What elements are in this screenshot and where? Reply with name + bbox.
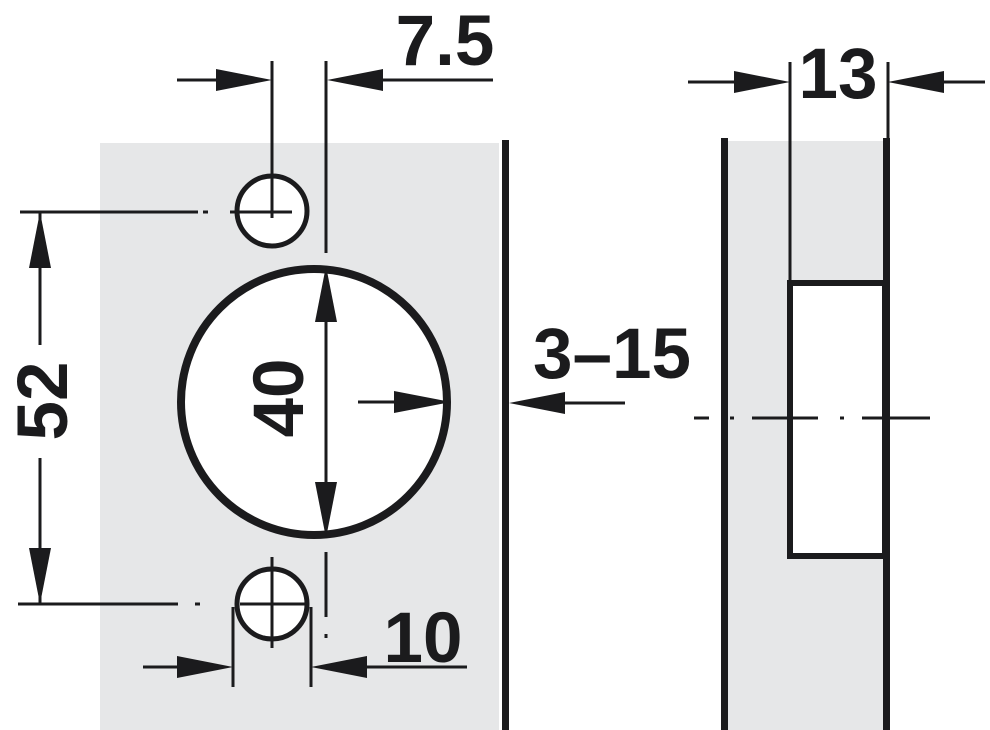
dim-13-label: 13 (799, 35, 878, 114)
front-view: 7.5 52 40 10 3–15 (4, 2, 691, 730)
dim-52-arrowhead-down (29, 548, 51, 604)
side-left-edge-line (721, 138, 728, 730)
dim-13-arrowhead-right (888, 71, 944, 93)
dim-52-label: 52 (4, 362, 83, 441)
dim-7-5-arrowhead-right (327, 69, 383, 91)
dim-10-extension-lines (231, 607, 313, 687)
edge-distance-arrowhead (509, 392, 565, 414)
dim-40-arrowhead-up (315, 266, 337, 322)
dim-10-label: 10 (384, 599, 463, 678)
side-right-edge-line (883, 138, 890, 730)
dim-7-5-arrowhead-left (216, 69, 272, 91)
dim-13-extension-lines (788, 62, 890, 281)
cup-rim-arrowhead (394, 391, 451, 413)
dim-52-arrowhead-up (29, 212, 51, 268)
dim-13-arrowhead-left (734, 71, 790, 93)
dim-3-15-label: 3–15 (533, 315, 691, 394)
dim-40-arrowhead-down (315, 482, 337, 538)
door-edge-line (502, 140, 509, 730)
side-view: 13 (688, 35, 985, 730)
dim-10-arrowhead-left (177, 656, 233, 678)
dim-7-5-label: 7.5 (396, 2, 495, 81)
dim-10-arrowhead-right (311, 656, 367, 678)
dim-40-label: 40 (240, 359, 319, 438)
